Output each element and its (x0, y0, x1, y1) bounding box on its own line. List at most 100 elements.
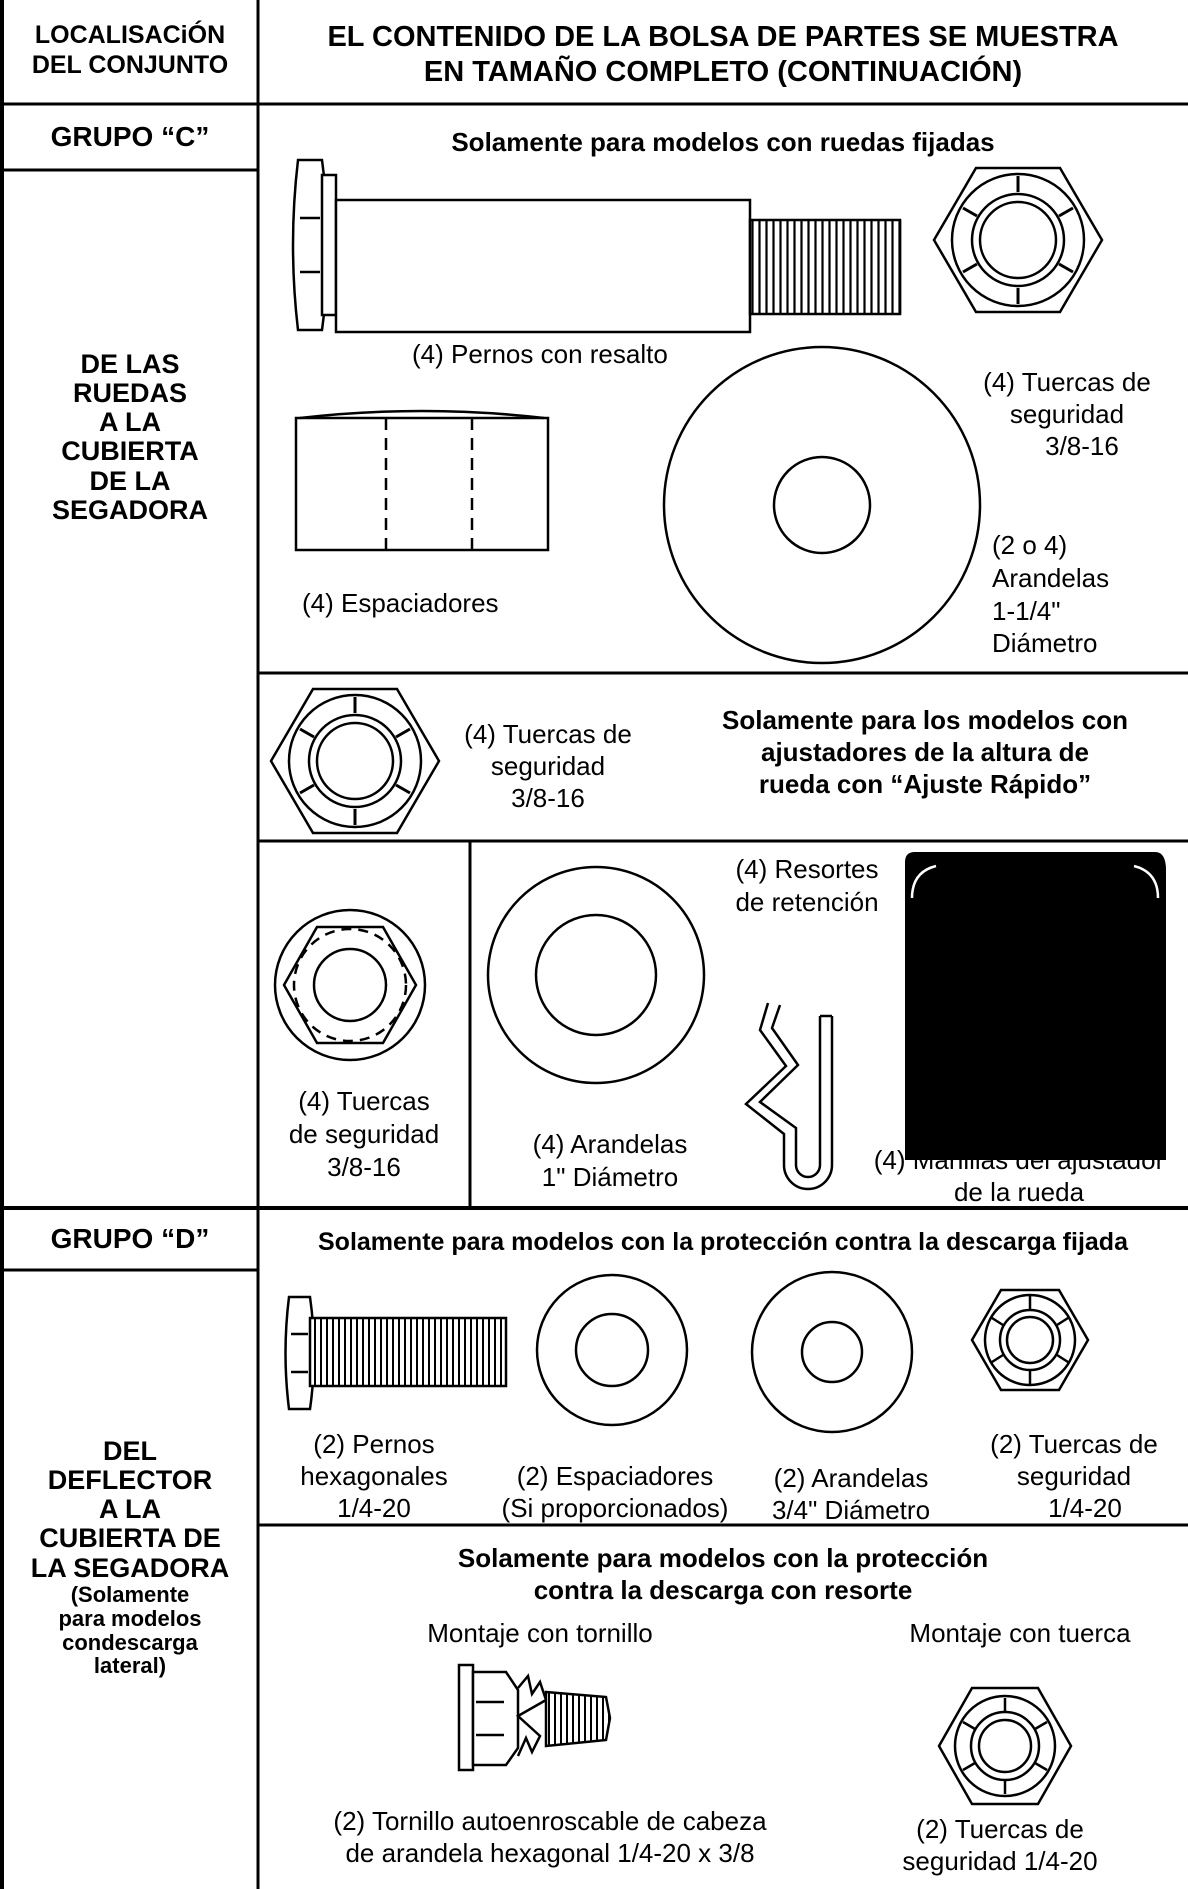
label-line: 1/4-20 (1048, 1493, 1122, 1524)
heading-line: ajustadores de la altura de (760, 737, 1089, 768)
lock-nut-icon (937, 1686, 1073, 1806)
lock-nut-icon (269, 687, 441, 835)
location-header: LOCALISACiÓN DEL CONJUNTO (2, 20, 258, 80)
label-line: (4) Tuercas (298, 1086, 430, 1116)
shoulder-bolt-icon (291, 158, 902, 334)
label-line: seguridad (1009, 399, 1125, 430)
assembly-location: DEL DEFLECTOR A LA CUBIERTA DE LA SEGADO… (2, 1436, 258, 1583)
label-line: (2) Tornillo autoenroscable de cabeza (333, 1806, 767, 1836)
label-line: 1/4-20 (337, 1493, 411, 1524)
mount-label: Montaje con tuerca (909, 1618, 1131, 1648)
label-line: (2) Pernos (313, 1429, 435, 1459)
label-line: (2) Tuercas de (990, 1429, 1158, 1459)
label-line: (4) Tuercas de (983, 367, 1151, 397)
label-line: (4) Manillas del ajustador (873, 1145, 1165, 1175)
part-label: (4) Pernos con resalto (412, 339, 668, 369)
label-line: de seguridad (288, 1118, 440, 1149)
part-label: (4) Manillas del ajustador de la rueda (860, 1144, 1178, 1208)
label-line: 1-1/4" (992, 595, 1061, 626)
contents-header: EL CONTENIDO DE LA BOLSA DE PARTES SE MU… (258, 20, 1188, 90)
part-label: (2) Arandelas 3/4" Diámetro (756, 1462, 946, 1526)
section-heading: Solamente para los modelos con ajustador… (680, 704, 1170, 801)
label-line: 3/8-16 (511, 783, 585, 814)
label-line: de retención (735, 886, 879, 917)
location-line: CUBIERTA DE (39, 1523, 221, 1554)
assembly-location: DE LAS RUEDAS A LA CUBIERTA DE LA SEGADO… (2, 349, 258, 525)
washer-icon (486, 865, 706, 1085)
label-line: Diámetro (992, 628, 1098, 659)
location-line: SEGADORA (51, 494, 208, 525)
washer-icon (662, 345, 982, 665)
part-label: (2 o 4) Arandelas 1-1/4" Diámetro (992, 529, 1109, 660)
note-line: lateral) (93, 1653, 167, 1679)
location-line: A LA (99, 407, 161, 438)
label-line: seguridad (1016, 1461, 1132, 1492)
adjuster-knob-icon (905, 852, 1166, 1160)
location-line: CUBIERTA (61, 436, 199, 467)
label-line: seguridad 1/4-20 (902, 1845, 1098, 1876)
part-label: (2) Espaciadores (Si proporcionados) (490, 1460, 740, 1524)
header-text: EL CONTENIDO DE LA BOLSA DE PARTES SE MU… (327, 21, 1119, 53)
part-label: (2) Tuercas de seguridad 1/4-20 (968, 1428, 1180, 1525)
spacer-icon (294, 409, 550, 552)
location-line: DEL (103, 1436, 157, 1466)
header-text: LOCALISACiÓN (34, 21, 226, 49)
label-line: Arandelas (992, 562, 1110, 593)
part-label: (4) Arandelas 1" Diámetro (510, 1128, 710, 1194)
note-line: condescarga (62, 1629, 198, 1655)
label-line: (2) Arandelas (773, 1463, 929, 1493)
label-line: 3/8-16 (327, 1151, 401, 1182)
self-tapping-screw-icon (457, 1663, 612, 1772)
section-heading: Solamente para modelos con la protección… (258, 1542, 1188, 1606)
flange-lock-nut-icon (273, 908, 427, 1062)
part-label: (2) Pernos hexagonales 1/4-20 (276, 1428, 472, 1525)
location-line: RUEDAS (72, 378, 187, 409)
part-label: (2) Tuercas de seguridad 1/4-20 (880, 1814, 1120, 1877)
label-line: (2) Tuercas de (916, 1814, 1084, 1844)
header-text: DEL CONJUNTO (31, 51, 229, 79)
spacer-icon (535, 1273, 689, 1427)
label-line: (Si proporcionados) (501, 1493, 729, 1524)
section-heading: Solamente para modelos con ruedas fijada… (451, 127, 995, 157)
part-label: (4) Tuercas de seguridad 3/8-16 (960, 366, 1174, 463)
label-line: seguridad (490, 751, 606, 782)
label-line: 3/8-16 (1045, 431, 1119, 462)
label-line: de la rueda (953, 1177, 1085, 1208)
retaining-spring-icon (744, 1002, 834, 1191)
lock-nut-icon (932, 166, 1104, 314)
section-heading: Solamente para modelos con la protección… (318, 1228, 1128, 1256)
heading-line: rueda con “Ajuste Rápido” (758, 769, 1092, 800)
label-line: (4) Tuercas de (464, 719, 632, 749)
location-line: DE LAS (80, 349, 180, 379)
label-line: 1" Diámetro (541, 1161, 679, 1192)
label-line: de arandela hexagonal 1/4-20 x 3/8 (345, 1837, 755, 1868)
part-label: (4) Tuercas de seguridad 3/8-16 (260, 1085, 468, 1183)
location-line: DE LA (89, 465, 171, 496)
part-label: (4) Espaciadores (302, 588, 499, 618)
part-label: (4) Tuercas de seguridad 3/8-16 (448, 718, 648, 815)
heading-line: contra la descarga con resorte (533, 1575, 913, 1606)
label-line: hexagonales (300, 1461, 448, 1492)
label-line: (2 o 4) (992, 530, 1068, 560)
label-line: (4) Arandelas (532, 1129, 688, 1159)
heading-line: Solamente para modelos con la protección (457, 1543, 989, 1573)
label-line: (2) Espaciadores (516, 1461, 714, 1491)
part-label: (4) Resortes de retención (722, 853, 892, 919)
lock-nut-icon (970, 1288, 1090, 1392)
note-line: (Solamente (70, 1582, 190, 1607)
washer-icon (750, 1270, 914, 1434)
location-line: LA SEGADORA (30, 1552, 230, 1583)
note-line: para modelos (58, 1605, 202, 1631)
location-note: (Solamente para modelos condescarga late… (2, 1583, 258, 1678)
label-line: (4) Resortes (735, 854, 879, 884)
part-label: (2) Tornillo autoenroscable de cabeza de… (270, 1806, 830, 1869)
mount-label: Montaje con tornillo (427, 1618, 653, 1648)
group-title: GRUPO “D” (50, 1223, 210, 1254)
location-line: A LA (99, 1494, 161, 1525)
group-title: GRUPO “C” (50, 121, 210, 152)
location-line: DEFLECTOR (47, 1465, 213, 1496)
heading-line: Solamente para los modelos con (722, 705, 1128, 735)
hex-bolt-icon (284, 1295, 508, 1411)
